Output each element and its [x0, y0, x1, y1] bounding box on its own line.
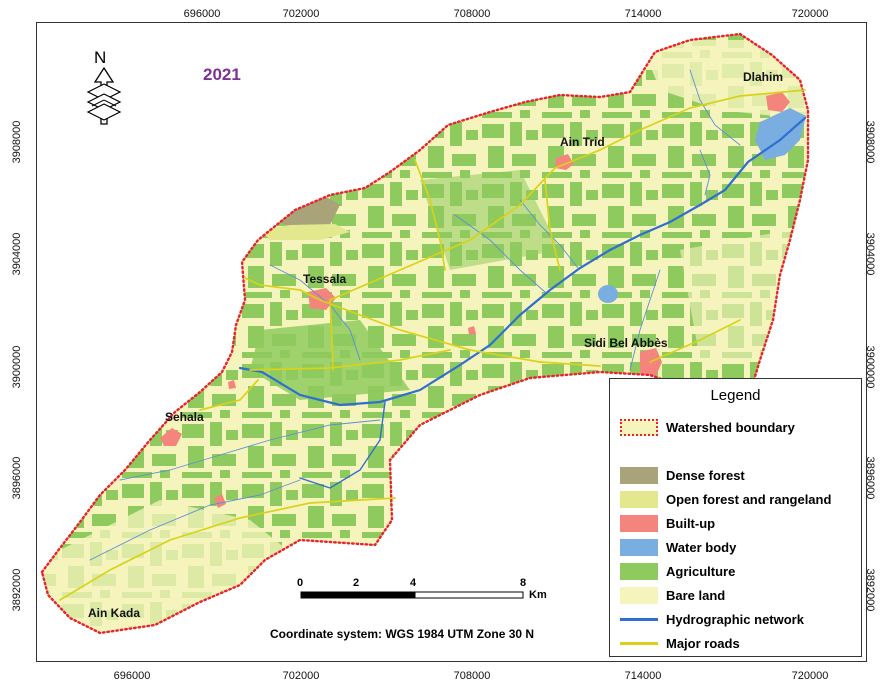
legend-item-bare-land: Bare land: [620, 585, 725, 605]
legend-label: Bare land: [666, 587, 726, 603]
scale-label: 0: [297, 577, 304, 589]
legend-item-water-body: Water body: [620, 537, 736, 557]
legend-item-open-forest: Open forest and rangeland: [620, 489, 831, 509]
legend-label: Watershed boundary: [666, 419, 795, 435]
scale-unit: Km: [529, 589, 547, 601]
scale-label: 2: [353, 577, 360, 589]
place-label-sehala: Sehala: [165, 410, 204, 424]
map-year: 2021: [203, 65, 241, 84]
x-tick-top: 720000: [791, 8, 829, 20]
x-tick-bottom: 702000: [282, 670, 320, 682]
place-label-dlahim: Dlahim: [743, 70, 784, 84]
x-tick-bottom: 696000: [113, 670, 151, 682]
legend-label: Built-up: [666, 515, 716, 531]
place-label-sidi-bel-abbes: Sidi Bel Abbès: [584, 336, 668, 350]
legend-label: Agriculture: [666, 563, 736, 579]
north-arrow-icon: [86, 66, 122, 125]
x-tick-bottom: 708000: [453, 670, 491, 682]
legend-item-built-up: Built-up: [620, 513, 715, 533]
place-label-ain-kada: Ain Kada: [88, 606, 141, 620]
legend: Legend Watershed boundary Dense forest O…: [609, 378, 862, 657]
x-tick-bottom: 714000: [624, 670, 662, 682]
x-tick-top: 714000: [624, 8, 662, 20]
scale-label: 4: [410, 577, 417, 589]
legend-swatch: [620, 490, 658, 508]
x-tick-top: 696000: [183, 8, 221, 20]
legend-item-agriculture: Agriculture: [620, 561, 735, 581]
legend-swatch: [620, 586, 658, 604]
coordinate-system: Coordinate system: WGS 1984 UTM Zone 30 …: [270, 627, 535, 641]
legend-title: Legend: [710, 387, 761, 404]
north-label: N: [94, 48, 107, 67]
legend-swatch: [620, 514, 658, 532]
legend-swatch: [620, 466, 658, 484]
x-tick-top: 708000: [453, 8, 491, 20]
scale-bar: [300, 591, 524, 599]
legend-label: Dense forest: [666, 467, 745, 483]
legend-line: [620, 641, 658, 645]
legend-label: Water body: [666, 539, 737, 555]
legend-label: Hydrographic network: [666, 611, 804, 627]
legend-label: Open forest and rangeland: [666, 491, 832, 507]
legend-line: [620, 617, 658, 621]
legend-item-major-roads: Major roads: [620, 633, 740, 653]
place-label-ain-trid: Ain Trid: [560, 135, 605, 149]
x-tick-bottom: 720000: [791, 670, 829, 682]
legend-label: Major roads: [666, 635, 740, 651]
legend-swatch: [620, 538, 658, 556]
legend-item-watershed-boundary: Watershed boundary: [620, 417, 795, 437]
legend-swatch: [620, 562, 658, 580]
legend-item-hydrographic-network: Hydrographic network: [620, 609, 804, 629]
place-label-tessala: Tessala: [303, 272, 347, 286]
x-tick-top: 702000: [282, 8, 320, 20]
scale-label: 8: [520, 577, 527, 589]
legend-swatch: [620, 418, 658, 436]
legend-item-dense-forest: Dense forest: [620, 465, 745, 485]
